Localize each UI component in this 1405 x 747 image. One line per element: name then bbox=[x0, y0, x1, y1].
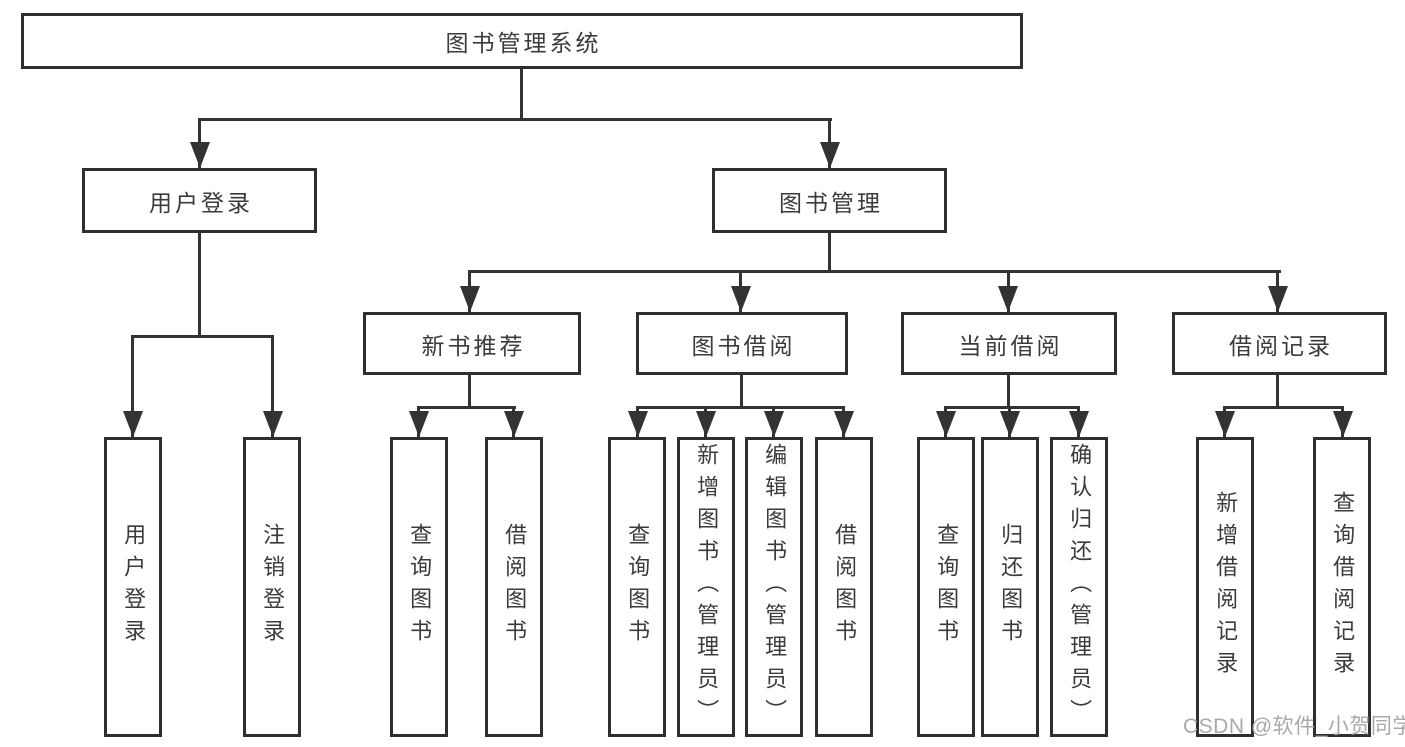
leaf-label: 查询图书 bbox=[625, 523, 651, 651]
connector-line bbox=[520, 69, 523, 121]
leaf-label: 用户登录 bbox=[121, 523, 147, 651]
leaf-add-borrow-record: 新增借阅记录 bbox=[1196, 437, 1254, 737]
arrow-down-icon bbox=[1333, 411, 1353, 437]
leaf-borrow-books-borrowing: 借阅图书 bbox=[815, 437, 873, 737]
leaf-query-books-recommend: 查询图书 bbox=[390, 437, 448, 737]
connector-line bbox=[740, 375, 743, 408]
connector-line bbox=[1223, 406, 1344, 409]
arrow-down-icon bbox=[764, 411, 784, 437]
node-borrowing-records: 借阅记录 bbox=[1172, 312, 1387, 375]
leaf-borrow-books-recommend: 借阅图书 bbox=[485, 437, 543, 737]
arrow-down-icon bbox=[263, 411, 283, 437]
arrow-down-icon bbox=[834, 411, 854, 437]
leaf-confirm-return-admin: 确认归还（管理员） bbox=[1050, 437, 1108, 737]
leaf-user-login: 用户登录 bbox=[104, 437, 162, 737]
connector-line bbox=[1007, 375, 1010, 408]
leaf-add-books-admin: 新增图书（管理员） bbox=[677, 437, 735, 737]
arrow-down-icon bbox=[1069, 411, 1089, 437]
connector-line bbox=[271, 335, 274, 437]
arrow-down-icon bbox=[731, 286, 751, 312]
node-current-borrowing: 当前借阅 bbox=[901, 312, 1117, 375]
connector-line bbox=[468, 375, 471, 408]
leaf-edit-books-admin: 编辑图书（管理员） bbox=[745, 437, 803, 737]
leaf-label: 编辑图书（管理员） bbox=[762, 443, 788, 731]
arrow-down-icon bbox=[409, 411, 429, 437]
arrow-down-icon bbox=[504, 411, 524, 437]
connector-line bbox=[828, 233, 831, 273]
leaf-label: 新增借阅记录 bbox=[1213, 491, 1239, 683]
leaf-label: 查询图书 bbox=[934, 523, 960, 651]
connector-line bbox=[131, 335, 134, 437]
connector-line bbox=[468, 270, 1281, 273]
watermark: CSDN @软件_小贺同学 bbox=[1183, 715, 1405, 738]
connector-line bbox=[636, 406, 845, 409]
arrow-down-icon bbox=[628, 411, 648, 437]
connector-line bbox=[198, 233, 201, 338]
leaf-query-borrow-record: 查询借阅记录 bbox=[1313, 437, 1371, 737]
arrow-down-icon bbox=[1215, 411, 1235, 437]
arrow-down-icon bbox=[1268, 286, 1288, 312]
leaf-query-books-borrowing: 查询图书 bbox=[608, 437, 666, 737]
leaf-query-books-current: 查询图书 bbox=[917, 437, 975, 737]
node-new-book-recommend: 新书推荐 bbox=[363, 312, 581, 375]
leaf-label: 查询借阅记录 bbox=[1330, 491, 1356, 683]
connector-line bbox=[417, 406, 516, 409]
leaf-label: 归还图书 bbox=[998, 523, 1024, 651]
connector-line bbox=[1276, 375, 1279, 408]
connector-line bbox=[198, 118, 832, 121]
leaf-label: 确认归还（管理员） bbox=[1067, 443, 1093, 731]
arrow-down-icon bbox=[460, 286, 480, 312]
node-user-login: 用户登录 bbox=[82, 168, 317, 233]
leaf-label: 借阅图书 bbox=[502, 523, 528, 651]
leaf-label: 注销登录 bbox=[260, 523, 286, 651]
node-book-management-system: 图书管理系统 bbox=[21, 13, 1023, 69]
arrow-down-icon bbox=[936, 411, 956, 437]
arrow-down-icon bbox=[123, 411, 143, 437]
arrow-down-icon bbox=[820, 142, 840, 168]
leaf-label: 借阅图书 bbox=[832, 523, 858, 651]
leaf-return-books: 归还图书 bbox=[981, 437, 1039, 737]
arrow-down-icon bbox=[696, 411, 716, 437]
leaf-label: 查询图书 bbox=[407, 523, 433, 651]
leaf-logout: 注销登录 bbox=[243, 437, 301, 737]
connector-line bbox=[131, 335, 274, 338]
node-book-borrowing: 图书借阅 bbox=[636, 312, 848, 375]
leaf-label: 新增图书（管理员） bbox=[694, 443, 720, 731]
arrow-down-icon bbox=[1000, 411, 1020, 437]
arrow-down-icon bbox=[190, 142, 210, 168]
arrow-down-icon bbox=[998, 286, 1018, 312]
node-book-management: 图书管理 bbox=[712, 168, 947, 233]
connector-line bbox=[944, 406, 1080, 409]
